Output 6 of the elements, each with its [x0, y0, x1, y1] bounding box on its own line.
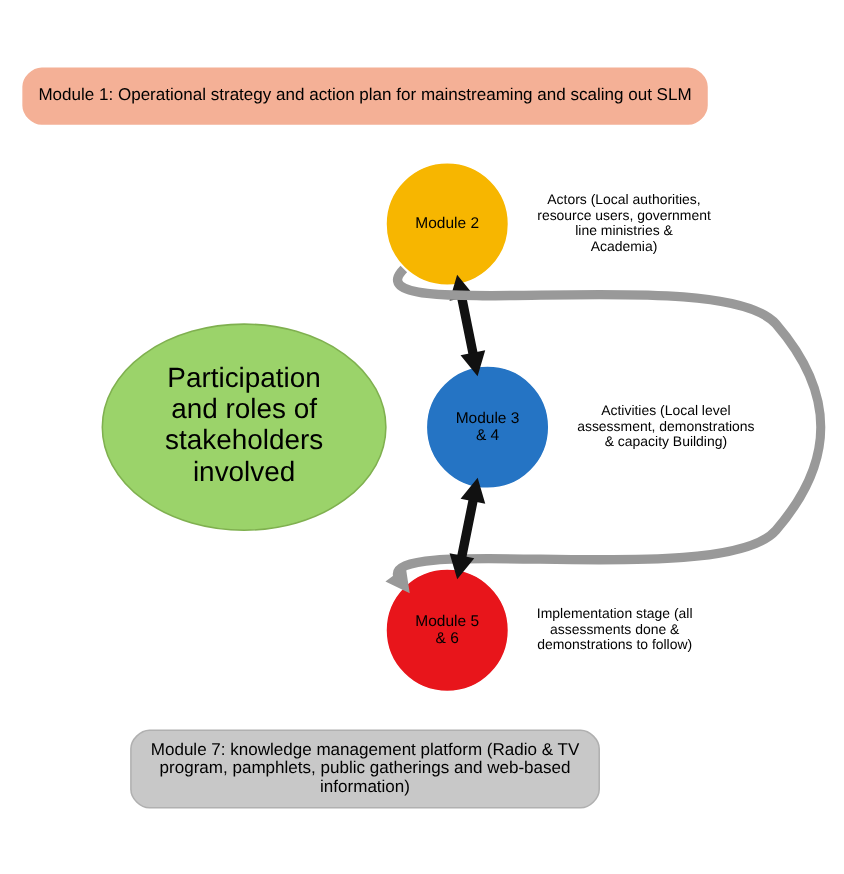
node-box: Module 1: Operational strategy and action plan for mainstreaming and scaling out SLM: [22, 66, 708, 124]
arrow: [449, 476, 486, 579]
node-circle: Module 3 & 4: [425, 364, 550, 489]
node-circle: Module 2: [385, 161, 510, 286]
node-ellipse: Participation and roles of stakeholders involved: [101, 322, 387, 530]
node-box: Module 7: knowledge management platform (Radio & TV program, pamphlets, public gatherings and web-based information): [130, 728, 600, 808]
